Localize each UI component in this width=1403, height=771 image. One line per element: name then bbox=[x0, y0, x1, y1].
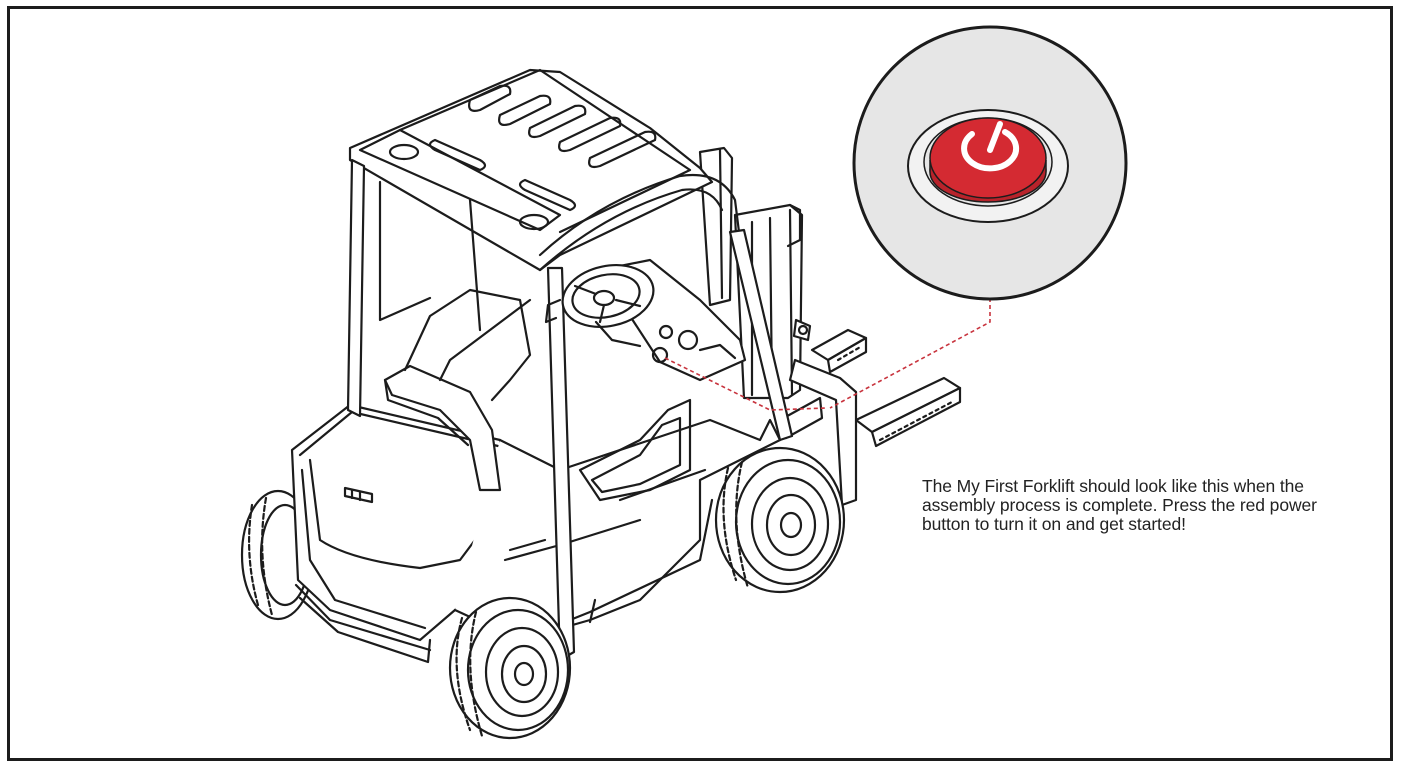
caption-line: button to turn it on and get started! bbox=[922, 514, 1186, 534]
steering-wheel bbox=[544, 258, 747, 382]
forks bbox=[810, 328, 962, 448]
caption-line: assembly process is complete. Press the … bbox=[922, 495, 1317, 515]
instruction-caption: The My First Forklift should look like t… bbox=[922, 477, 1362, 534]
front-right-wheel bbox=[714, 446, 846, 594]
front-left-wheel bbox=[448, 596, 572, 740]
roll-cage bbox=[346, 68, 794, 662]
leader-lines bbox=[664, 298, 991, 411]
power-button-callout bbox=[852, 25, 1128, 301]
page-frame bbox=[7, 6, 1393, 761]
power-icon bbox=[961, 121, 1020, 172]
mast bbox=[698, 146, 858, 507]
caption-line: The My First Forklift should look like t… bbox=[922, 476, 1304, 496]
forklift-body bbox=[290, 288, 782, 664]
